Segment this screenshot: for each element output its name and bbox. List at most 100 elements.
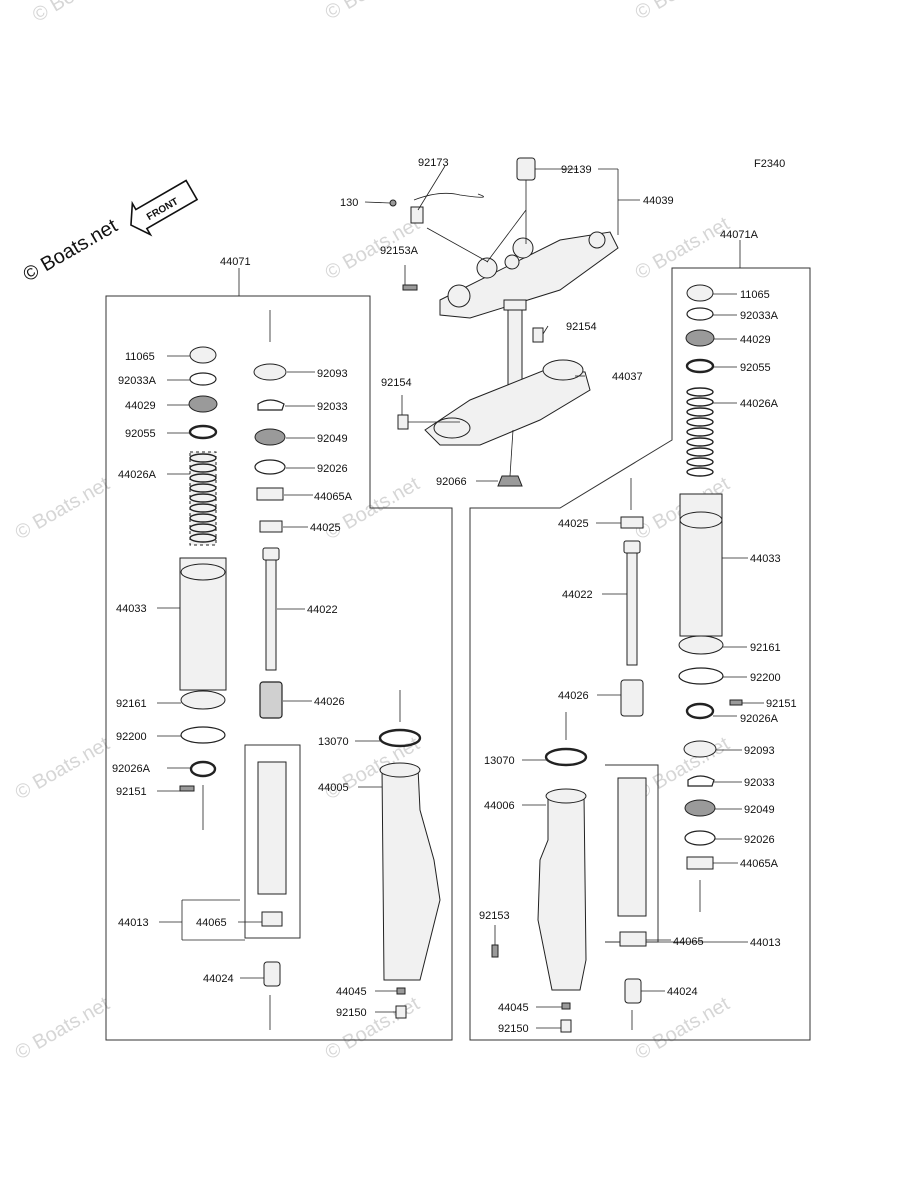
label-L-44045: 44045 [336,986,367,998]
label-L-44026: 44026 [314,696,345,708]
cover-44033 [179,557,227,691]
label-R-44033: 44033 [750,553,781,565]
spring-44026 [259,681,283,719]
label-L-44013: 44013 [118,917,149,929]
cable-92173 [413,192,484,201]
label-R-11065: 11065 [740,289,770,301]
label-92066: 92066 [436,476,467,488]
spring-coils-right [686,387,714,477]
label-L-44065A: 44065A [314,491,353,503]
clamp-92026A [189,760,217,778]
bolt-92150-r [560,1019,572,1033]
label-L-92161: 92161 [116,698,147,710]
label-L-44033: 44033 [116,603,147,615]
label-L-11065: 11065 [125,351,155,363]
label-92139: 92139 [561,164,592,176]
washer-92026-r [684,830,716,846]
right-fork-frame [469,267,811,1041]
washer-44045 [396,987,406,995]
label-L-44005: 44005 [318,782,349,794]
bushing-44065A [256,487,284,501]
piece-44024 [263,961,281,987]
label-L-92093: 92093 [317,368,348,380]
label-R-13070: 13070 [484,755,515,767]
brand-watermark: © Boats.net [20,215,122,287]
washer-92200-r [678,667,724,685]
label-R-92150: 92150 [498,1023,529,1035]
label-L-92200: 92200 [116,731,147,743]
label-L-44026A: 44026A [118,469,157,481]
washer-92026 [254,459,286,475]
cap-11065 [189,346,217,364]
label-L-44029: 44029 [125,400,156,412]
outer-tube-44005 [381,767,441,981]
nut-92066 [497,475,523,487]
part-92139 [516,157,536,181]
seal-92093-r [683,740,717,758]
label-R-92055: 92055 [740,362,771,374]
label-44037: 44037 [612,371,643,383]
label-R-44029: 44029 [740,334,771,346]
piece-44024-r [624,978,642,1004]
screw-130 [389,199,397,207]
label-L-92150: 92150 [336,1007,367,1019]
label-L-92033: 92033 [317,401,348,413]
label-R-44013: 44013 [750,937,781,949]
watermark: © Boats.net [12,993,114,1065]
label-44071A: 44071A [720,229,759,241]
watermark: © Boats.net [12,733,114,805]
bolt-92153A [402,284,418,291]
label-R-44024: 44024 [667,986,698,998]
inner-tube-44013 [257,761,287,895]
seal-92049-r [684,799,716,817]
bushing-44025 [259,520,283,533]
cap-11065-r [686,284,714,302]
label-R-92151: 92151 [766,698,797,710]
watermark: © Boats.net [29,0,131,27]
bushing-44025-r [620,516,644,529]
label-R-92049: 92049 [744,804,775,816]
screw-92151-r [729,699,743,706]
label-R-92026: 92026 [744,834,775,846]
spring-44026-r [620,679,644,717]
label-44039: 44039 [643,195,674,207]
label-R-44065: 44065 [673,936,704,948]
bolt-44029 [188,395,218,413]
watermark: © Boats.net [632,213,734,285]
left-fork-frame [105,295,453,1041]
inner-tube-frame [244,744,301,939]
front-arrow-icon: FRONT [130,179,199,237]
clip-92033 [257,399,285,411]
watermarks: © Boats.net [29,0,131,27]
clip-92033-r [687,775,715,787]
label-R-44022: 44022 [562,589,593,601]
label-L-92151: 92151 [116,786,147,798]
figure-code: F2340 [754,158,785,170]
label-R-92026A: 92026A [740,713,779,725]
inner-tube-44013-r [617,777,647,917]
screw-92151 [179,785,195,792]
bolt-44029-r [685,329,715,347]
label-R-44045: 44045 [498,1002,529,1014]
label-R-92153: 92153 [479,910,510,922]
label-R-44006: 44006 [484,800,515,812]
cover-44033-r [679,493,723,637]
rod-44022-r [626,552,638,666]
bolt-92154-right [532,327,544,343]
washer-92200 [180,726,226,744]
label-R-44065A: 44065A [740,858,779,870]
label-92173: 92173 [418,157,449,169]
clamp-92173 [410,206,424,224]
bolt-92154-left [397,414,409,430]
oring-13070 [378,728,422,748]
watermark: © Boats.net [322,993,424,1065]
rod-44022 [265,559,277,671]
label-R-44026: 44026 [558,690,589,702]
bolt-92150 [395,1005,407,1019]
lower-bracket [424,359,591,446]
label-L-44024: 44024 [203,973,234,985]
label-L-92026: 92026 [317,463,348,475]
outer-tube-44006 [537,794,587,991]
label-R-92161: 92161 [750,642,781,654]
